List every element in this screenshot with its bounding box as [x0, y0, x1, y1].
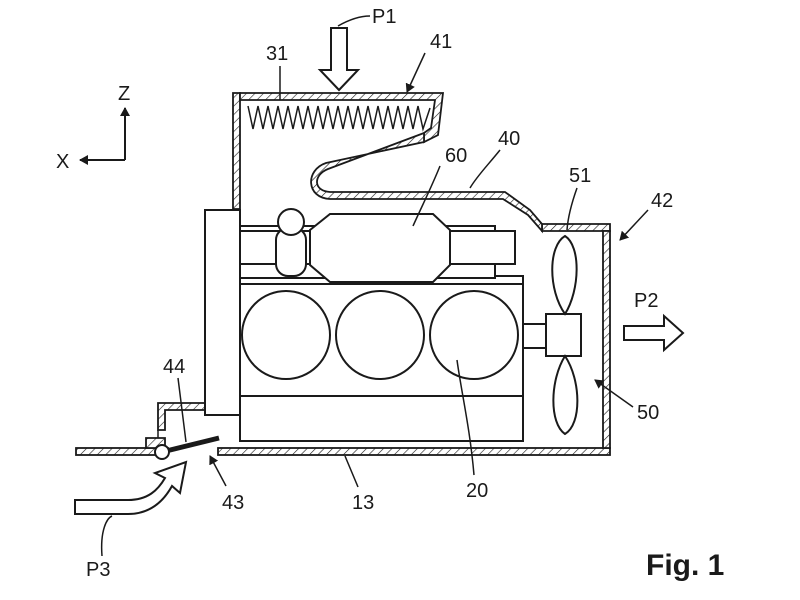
- figure-label: Fig. 1: [646, 549, 724, 582]
- label-43: 43: [222, 492, 244, 514]
- fan-hub: [545, 313, 582, 357]
- engine-front-plate: [204, 209, 241, 416]
- reference-labels: P1 31 41 40 60 51 42 P2 50 20 13 43 44 P…: [86, 6, 724, 582]
- label-44: 44: [163, 356, 185, 378]
- engine: [204, 208, 524, 442]
- label-41: 41: [430, 31, 452, 53]
- label-20: 20: [466, 480, 488, 502]
- flap-hinge: [154, 444, 170, 460]
- label-p2: P2: [634, 290, 658, 312]
- cylinder: [429, 290, 519, 380]
- rear-duct: [541, 223, 611, 449]
- inlet-flap: [154, 435, 220, 460]
- exhaust-stub: [277, 208, 305, 236]
- fan-blade-upper: [551, 234, 578, 316]
- fan-shaft: [522, 323, 550, 349]
- flow-arrow-right: [623, 313, 685, 353]
- axis-label-x: X: [56, 151, 69, 173]
- label-13: 13: [352, 492, 374, 514]
- label-51: 51: [569, 165, 591, 187]
- catalytic-converter: [309, 213, 451, 283]
- flow-arrow-top: [317, 27, 361, 92]
- radiator: [247, 105, 431, 132]
- label-50: 50: [637, 402, 659, 424]
- label-40: 40: [498, 128, 520, 150]
- cylinder: [335, 290, 425, 380]
- fan: [522, 234, 582, 436]
- cylinder: [241, 290, 331, 380]
- axis-label-z: Z: [118, 83, 130, 105]
- underbody-panel: [75, 447, 611, 456]
- label-42: 42: [651, 190, 673, 212]
- leader-lines: [100, 15, 649, 557]
- label-60: 60: [445, 145, 467, 167]
- label-p1: P1: [372, 6, 396, 28]
- coordinate-axes: Z X: [56, 83, 130, 173]
- fan-blade-lower: [552, 354, 579, 436]
- flow-arrow-bottom: [74, 460, 188, 515]
- label-p3: P3: [86, 559, 110, 581]
- label-31: 31: [266, 43, 288, 65]
- upper-shield: [232, 92, 543, 234]
